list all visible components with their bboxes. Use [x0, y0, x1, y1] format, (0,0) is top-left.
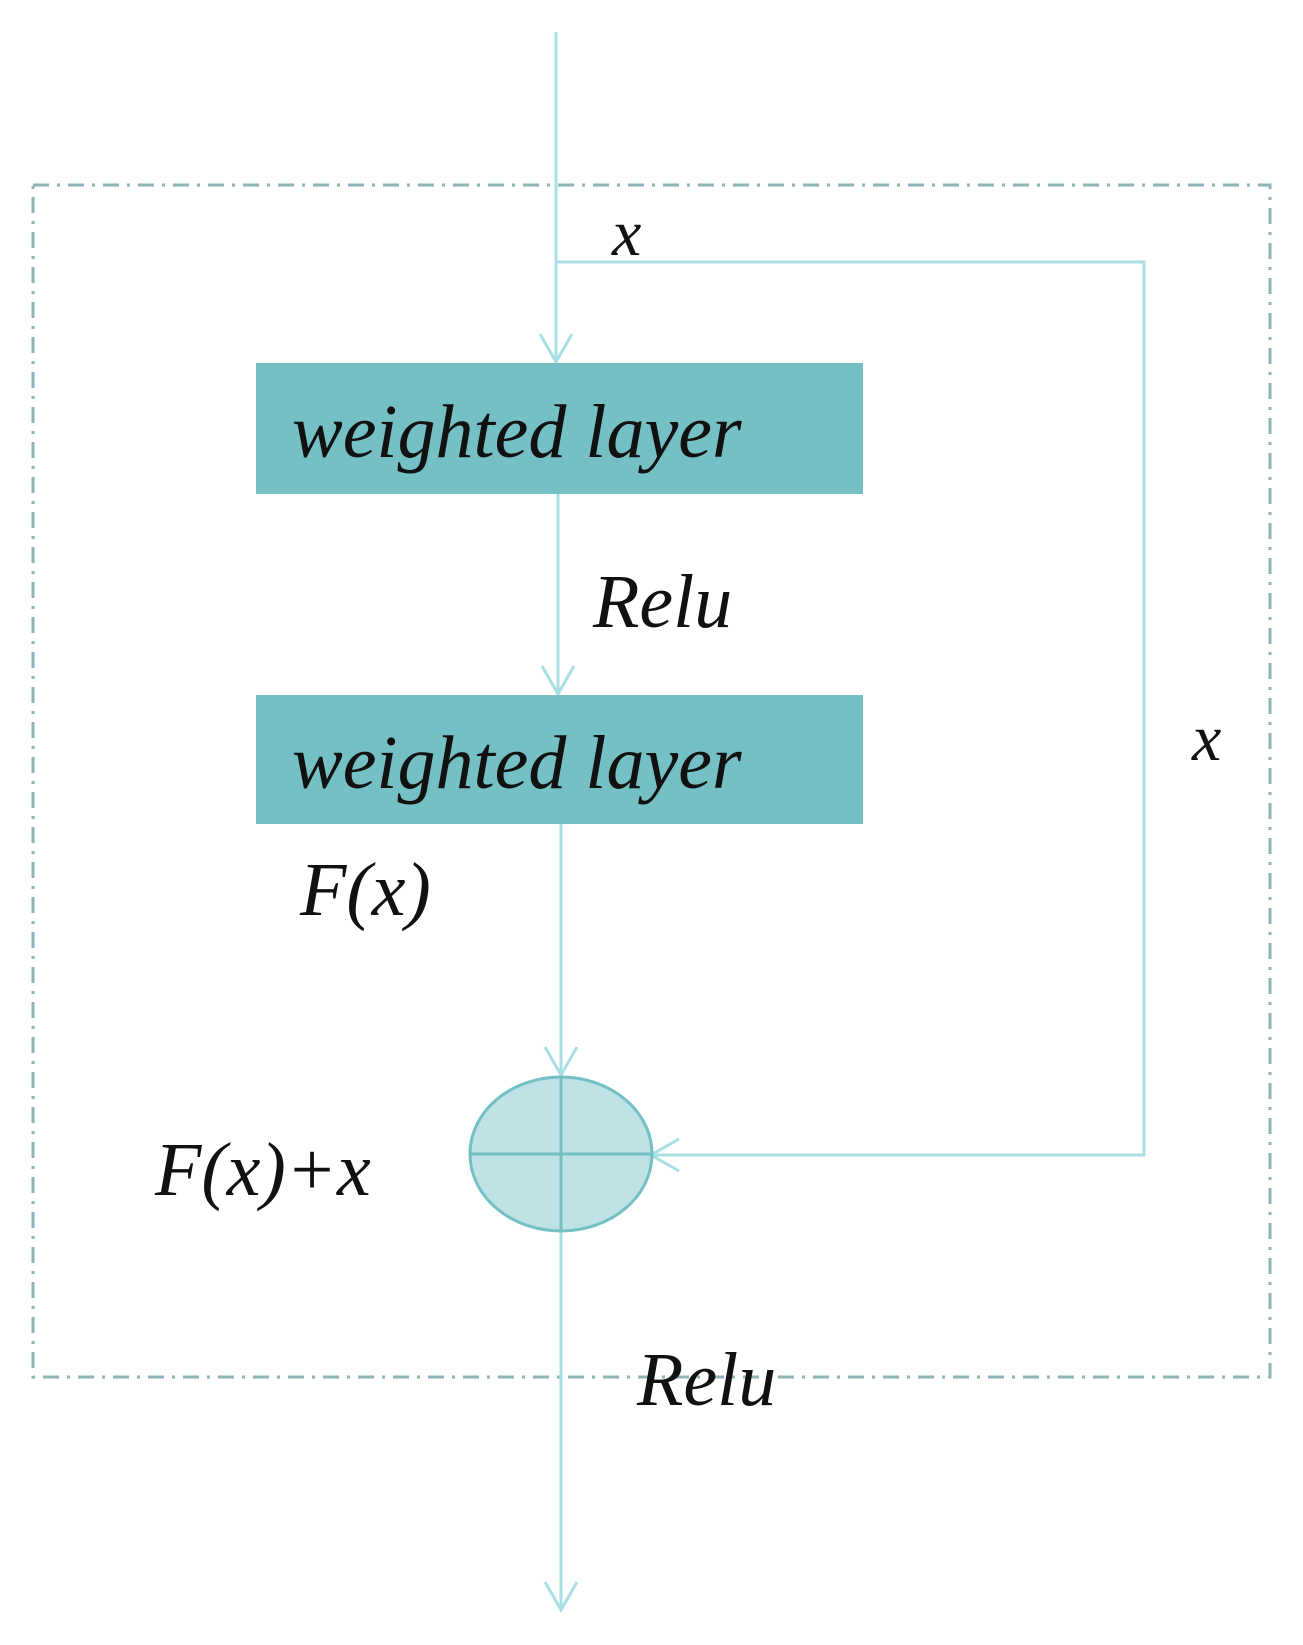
output-arrowhead	[543, 1581, 579, 1614]
relu-label-1: Relu	[592, 560, 732, 644]
skip-x-label: x	[1191, 702, 1221, 775]
input-x-label: x	[611, 197, 641, 270]
weighted-layer-label-1: weighted layer	[292, 390, 742, 474]
fx-arrowhead	[543, 1046, 579, 1079]
weighted-layer-block-1	[256, 363, 863, 494]
fx-label: F(x)	[299, 848, 431, 932]
fx-plus-x-label: F(x)+x	[154, 1128, 371, 1212]
weighted-layer-label-2: weighted layer	[292, 721, 742, 805]
residual-block-border	[31, 183, 1272, 1379]
circle-plus-icon	[468, 1075, 654, 1233]
weighted-layer-block-2	[256, 695, 863, 824]
relu-label-2: Relu	[636, 1338, 776, 1422]
skip-connection-line	[556, 260, 1146, 1157]
relu-arrowhead	[540, 665, 576, 698]
input-arrowhead	[538, 333, 574, 366]
